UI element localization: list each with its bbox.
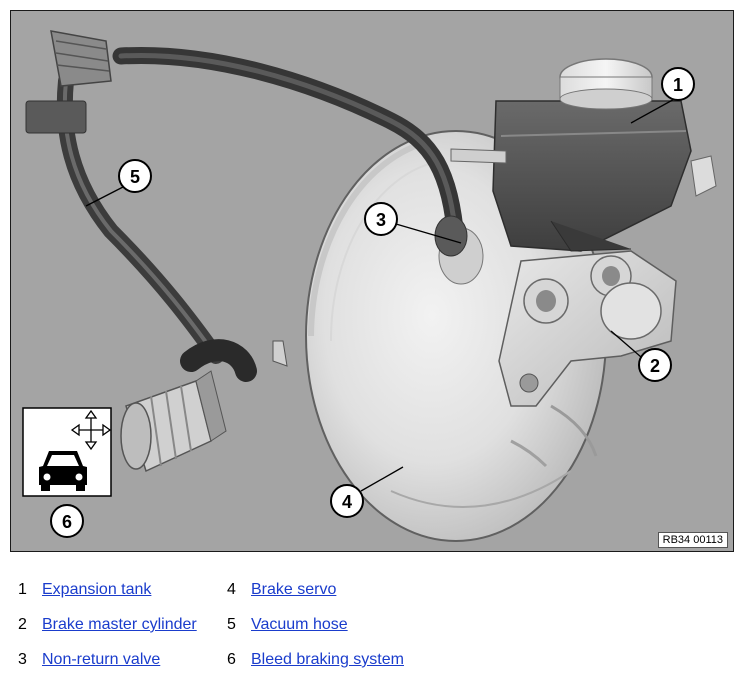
- callout-2: 2: [638, 348, 672, 382]
- legend-item-1: 1 Expansion tank: [18, 578, 151, 602]
- leader-line-1: [630, 96, 679, 124]
- legend-number: 3: [18, 651, 27, 668]
- vacuum-hose-shape: [25, 30, 468, 382]
- link-brake-master-cylinder[interactable]: Brake master cylinder: [42, 616, 197, 633]
- svg-text:6: 6: [62, 512, 72, 532]
- leader-line-4: [360, 466, 404, 492]
- svg-text:1: 1: [673, 75, 683, 95]
- callout-6: 6: [50, 504, 84, 538]
- legend-number: 4: [227, 581, 236, 598]
- bleed-system-box: [22, 407, 112, 497]
- move-arrows-icon: [70, 409, 112, 451]
- brake-diagram-figure: 1 2 3 4 5: [10, 10, 734, 552]
- leader-line-2: [610, 330, 642, 358]
- legend-item-2: 2 Brake master cylinder: [18, 613, 197, 637]
- expansion-tank-shape: [450, 58, 717, 252]
- figure-reference-label: RB34 00113: [657, 532, 728, 548]
- legend-item-5: 5 Vacuum hose: [227, 613, 348, 637]
- callout-5: 5: [118, 159, 152, 193]
- callout-4: 4: [330, 484, 364, 518]
- link-vacuum-hose[interactable]: Vacuum hose: [251, 616, 348, 633]
- connector-shape: [120, 370, 227, 473]
- link-expansion-tank[interactable]: Expansion tank: [42, 581, 152, 598]
- legend-number: 6: [227, 651, 236, 668]
- svg-text:4: 4: [342, 492, 352, 512]
- leader-line-5: [85, 186, 124, 207]
- link-non-return-valve[interactable]: Non-return valve: [42, 651, 161, 668]
- legend-item-6: 6 Bleed braking system: [227, 648, 404, 672]
- legend-item-3: 3 Non-return valve: [18, 648, 160, 672]
- link-bleed-braking-system[interactable]: Bleed braking system: [251, 651, 404, 668]
- link-brake-servo[interactable]: Brake servo: [251, 581, 337, 598]
- legend-number: 2: [18, 616, 27, 633]
- svg-text:5: 5: [130, 167, 140, 187]
- callout-1: 1: [661, 67, 695, 101]
- svg-text:2: 2: [650, 356, 660, 376]
- legend-number: 5: [227, 616, 236, 633]
- car-icon: [39, 451, 87, 491]
- callout-3: 3: [364, 202, 398, 236]
- master-cylinder-shape: [498, 250, 677, 407]
- svg-text:3: 3: [376, 210, 386, 230]
- legend-item-4: 4 Brake servo: [227, 578, 336, 602]
- legend-number: 1: [18, 581, 27, 598]
- leader-line-3: [395, 223, 462, 244]
